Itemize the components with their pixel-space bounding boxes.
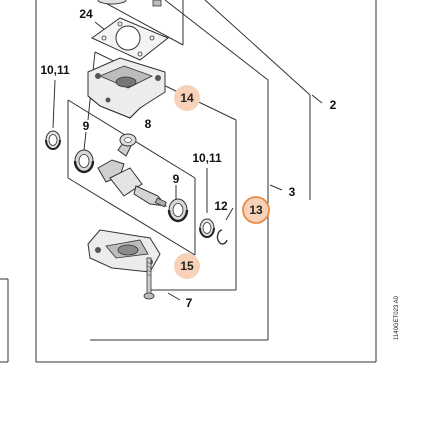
- callout-10-11-left-label[interactable]: 10,11: [40, 63, 70, 77]
- seal-left-part: [45, 130, 61, 150]
- callout-8-label[interactable]: 8: [145, 117, 152, 131]
- reference-code: 1140GET023 A0: [394, 295, 400, 340]
- bearing-right-part: [167, 198, 189, 223]
- callout-12-label[interactable]: 12: [214, 199, 228, 213]
- callout-14-label: 14: [180, 91, 194, 105]
- callout-10-11-right-label[interactable]: 10,11: [192, 151, 222, 165]
- callout-9-left-label[interactable]: 9: [83, 119, 90, 133]
- callout-24-label[interactable]: 24: [79, 7, 93, 21]
- callout-13-highlight[interactable]: 13: [242, 196, 270, 224]
- crankcase-upper-part: [87, 57, 166, 119]
- callout-3-label[interactable]: 3: [289, 185, 296, 199]
- callout-2-label[interactable]: 2: [330, 98, 337, 112]
- crankshaft-part: [97, 133, 168, 208]
- seal-right-part: [199, 218, 215, 238]
- callout-9-right-label[interactable]: 9: [173, 172, 180, 186]
- gasket-part: [91, 17, 169, 61]
- bearing-left-part: [73, 149, 95, 174]
- callout-14-highlight[interactable]: 14: [174, 85, 200, 111]
- callout-13-label: 13: [249, 203, 263, 217]
- callout-15-highlight[interactable]: 15: [174, 253, 200, 279]
- crankcase-lower-part: [87, 229, 161, 273]
- callout-7-label[interactable]: 7: [186, 296, 193, 310]
- top-parts: [97, 0, 162, 7]
- screw-part: [143, 257, 155, 300]
- callout-15-label: 15: [180, 259, 194, 273]
- circlip-part: [216, 229, 228, 245]
- leader-lines: [52, 21, 323, 301]
